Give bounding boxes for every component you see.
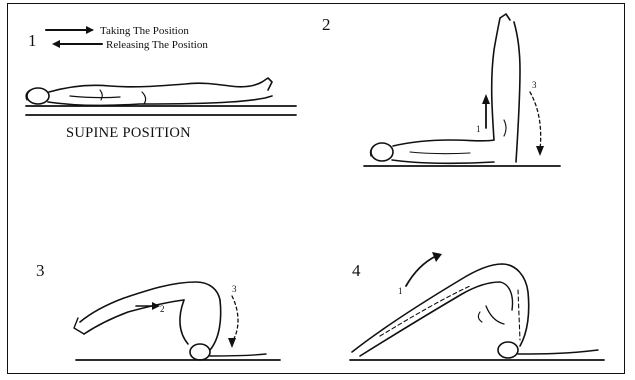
supine-position-caption: SUPINE POSITION — [66, 125, 191, 141]
plough-pose-figure: 1 — [350, 252, 604, 360]
legend-releasing-label: Releasing The Position — [106, 39, 208, 51]
release-arrow-icon — [228, 296, 238, 348]
panel-3: 3 2 3 — [36, 261, 280, 360]
legend-taking-label: Taking The Position — [100, 25, 189, 37]
arrow-label-3-2: 2 — [160, 304, 165, 314]
legend: Taking The Position Releasing The Positi… — [46, 25, 208, 51]
arrow-label-4-1: 1 — [398, 286, 403, 296]
arrow-label-3-3: 3 — [232, 284, 237, 294]
supine-figure — [26, 78, 296, 115]
step-number-3: 3 — [36, 261, 45, 280]
panel-2: 2 1 3 — [322, 14, 560, 166]
legs-raised-figure: 1 3 — [364, 14, 560, 166]
step-number-2: 2 — [322, 15, 331, 34]
arrow-label-2-1: 1 — [476, 124, 481, 134]
lift-arrow-icon — [406, 252, 442, 286]
panel-1: 1 Taking The Position Releasing The Posi… — [26, 25, 296, 141]
taking-arrow-icon — [46, 26, 94, 34]
step-number-4: 4 — [352, 261, 361, 280]
lower-arrow-icon — [530, 92, 544, 156]
releasing-arrow-icon — [52, 40, 102, 48]
legs-over-figure: 2 3 — [74, 282, 280, 360]
arrow-label-2-3: 3 — [532, 80, 537, 90]
raise-arrow-icon — [482, 94, 490, 128]
panel-4: 4 1 — [350, 252, 604, 360]
step-number-1: 1 — [28, 31, 37, 50]
